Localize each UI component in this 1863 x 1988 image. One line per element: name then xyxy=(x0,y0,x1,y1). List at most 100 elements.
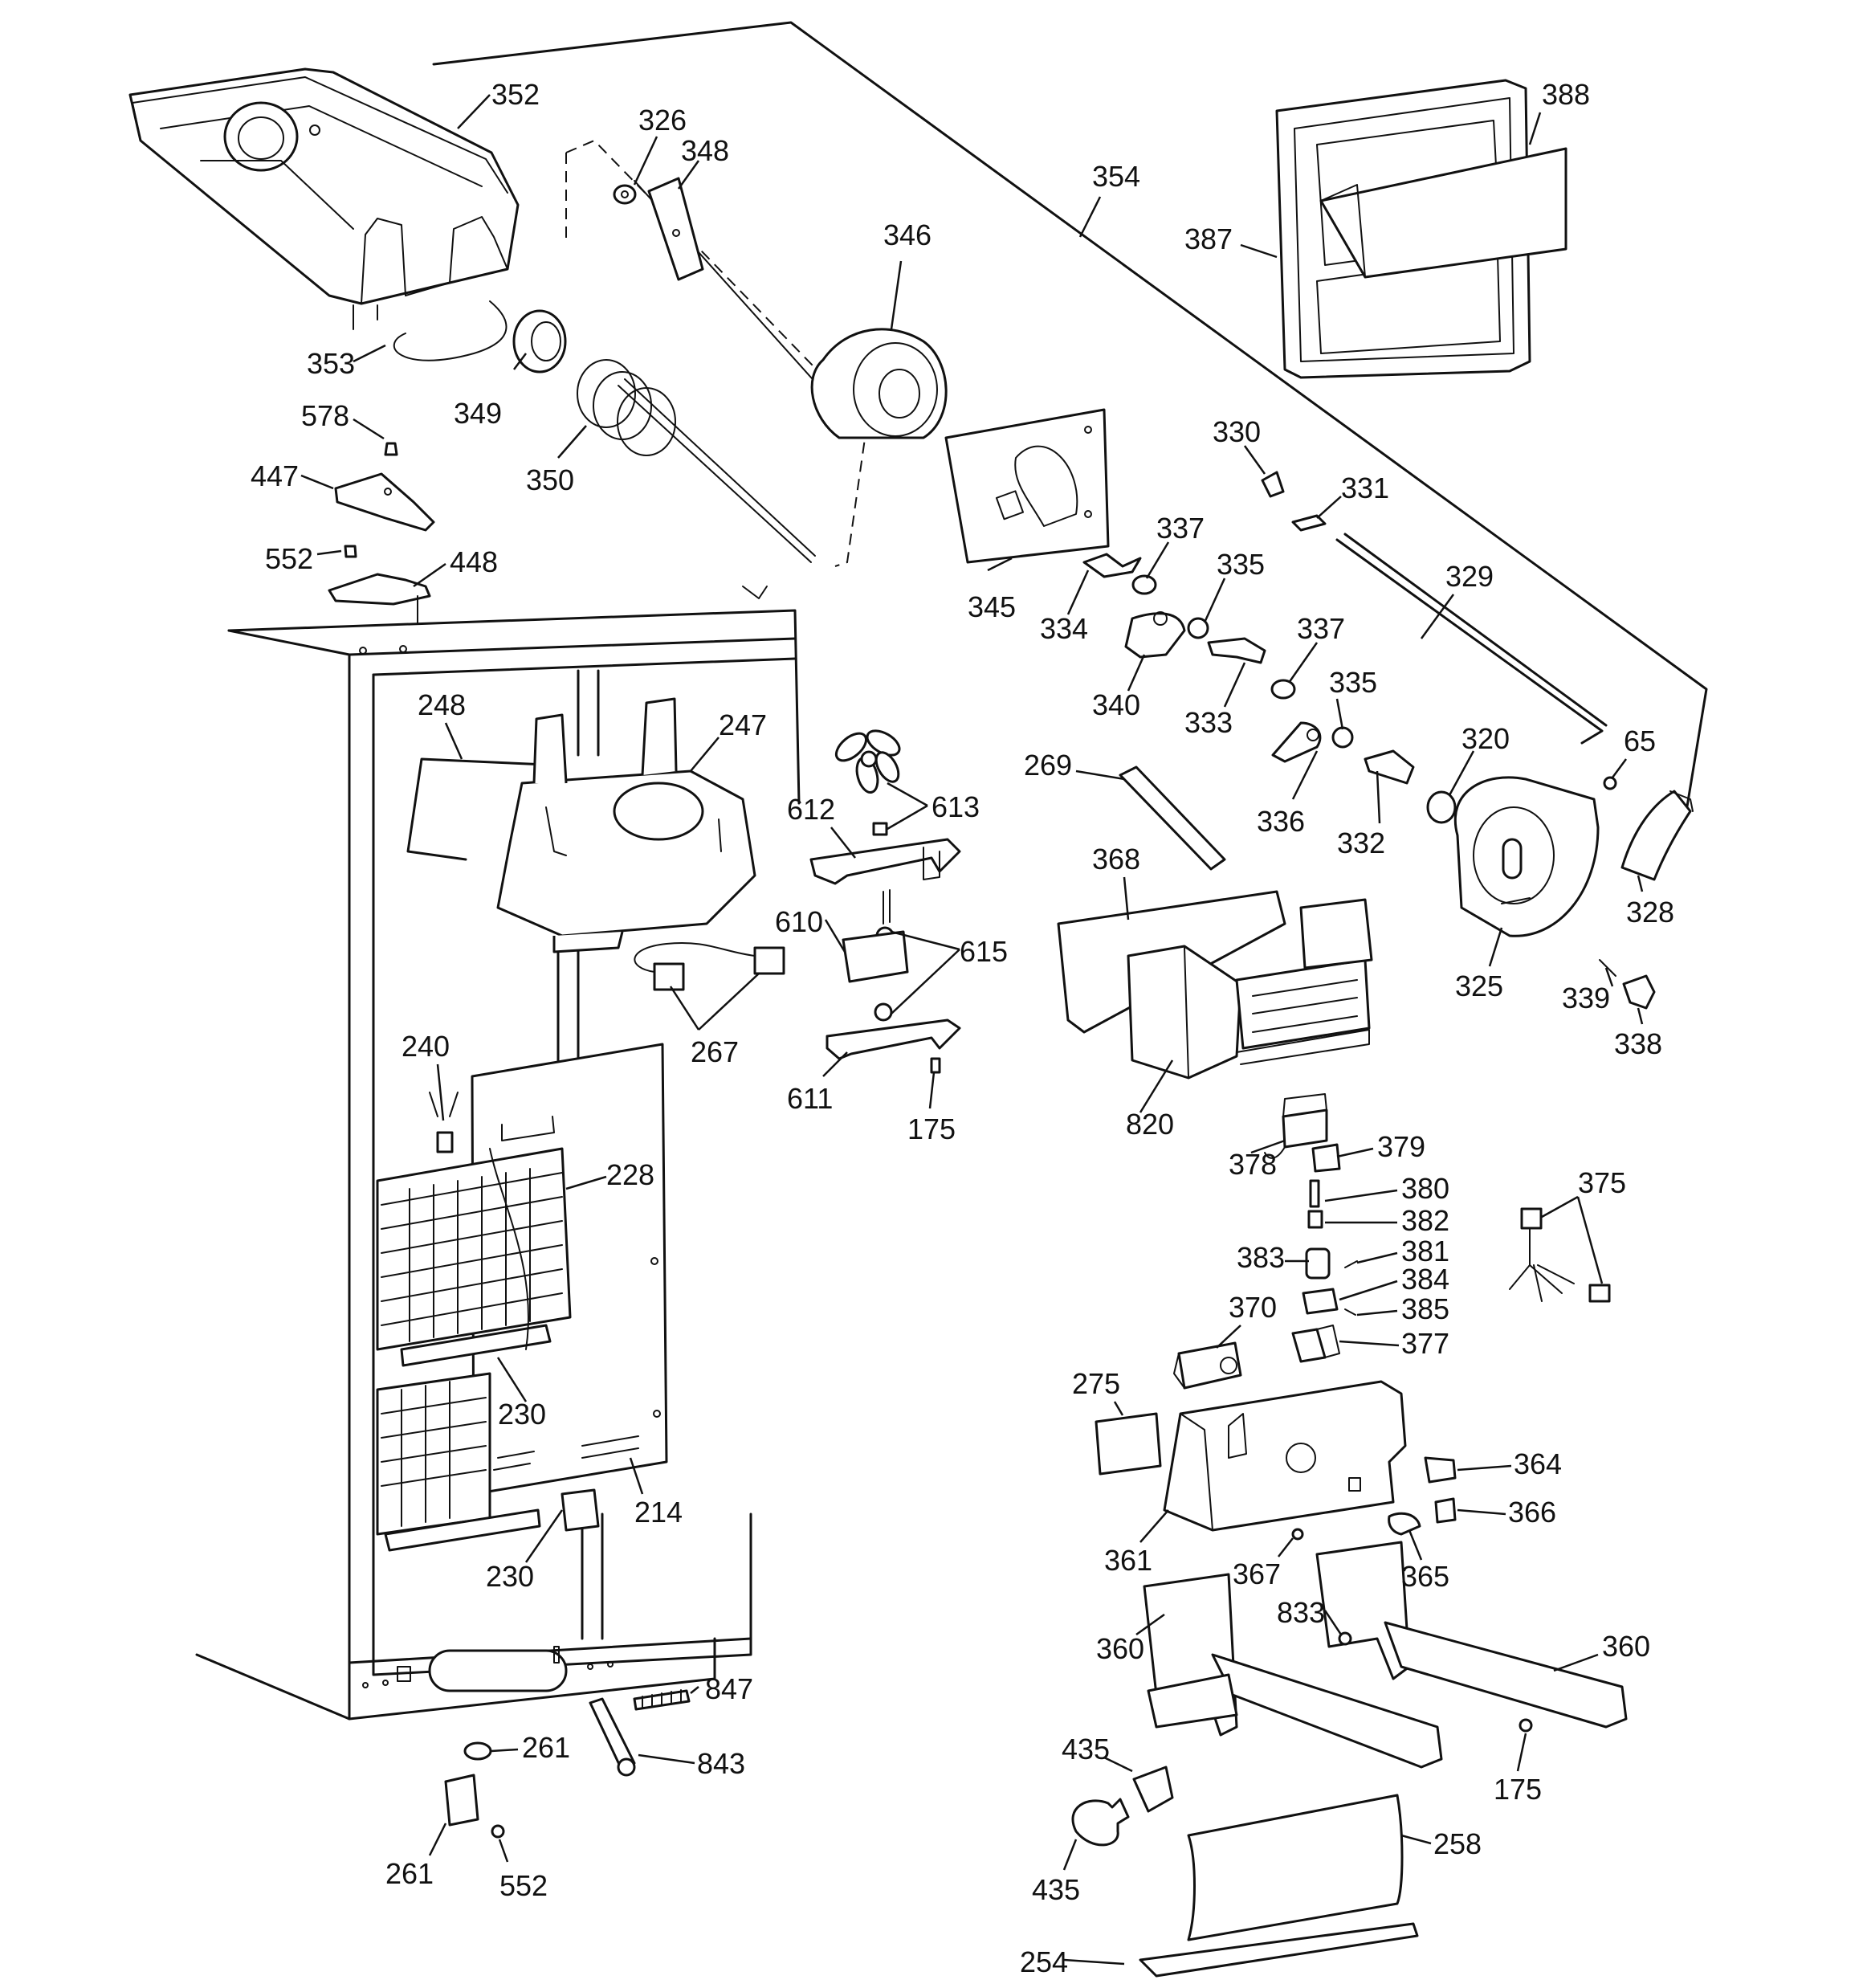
lamp-socket-364 xyxy=(1424,1456,1457,1484)
label-334: 334 xyxy=(1040,612,1088,645)
label-175b: 175 xyxy=(1494,1773,1542,1806)
screw-175b xyxy=(1519,1718,1533,1733)
crusher-blade xyxy=(647,177,704,281)
label-360b: 360 xyxy=(1602,1630,1650,1663)
label-261b: 261 xyxy=(385,1857,434,1890)
label-370: 370 xyxy=(1229,1291,1277,1324)
trim-254 xyxy=(1139,1922,1419,1978)
label-447: 447 xyxy=(251,459,299,492)
label-378: 378 xyxy=(1229,1148,1277,1181)
label-275: 275 xyxy=(1072,1367,1120,1400)
bucket-wire xyxy=(393,300,508,361)
label-354: 354 xyxy=(1092,160,1140,193)
housing-377 xyxy=(1291,1328,1327,1363)
freezer-top-outline xyxy=(432,21,1708,813)
label-346: 346 xyxy=(883,218,932,251)
label-335b: 335 xyxy=(1329,666,1377,699)
fill-tube-269 xyxy=(1119,765,1226,871)
dispenser-bracket xyxy=(1163,1380,1407,1532)
auger-assembly-guide xyxy=(565,139,869,567)
label-269: 269 xyxy=(1024,749,1072,782)
label-367: 367 xyxy=(1233,1557,1281,1590)
shield-258 xyxy=(1187,1794,1404,1941)
cover-328 xyxy=(1620,790,1692,881)
spring-337b xyxy=(1270,679,1296,700)
label-435a: 435 xyxy=(1062,1733,1110,1766)
label-331: 331 xyxy=(1341,471,1389,504)
clip-366 xyxy=(1434,1497,1457,1524)
rail-360-left xyxy=(1143,1573,1443,1769)
label-329: 329 xyxy=(1445,560,1494,593)
label-388: 388 xyxy=(1542,78,1590,111)
pin-339 xyxy=(1599,959,1616,977)
label-248: 248 xyxy=(418,688,466,721)
washer-335a xyxy=(1187,617,1209,639)
label-552a: 552 xyxy=(265,542,313,575)
bulb-socket-435 xyxy=(1132,1766,1174,1813)
label-340: 340 xyxy=(1092,688,1140,721)
rail-360-right xyxy=(1315,1541,1628,1729)
screw-552 xyxy=(344,545,357,558)
label-385: 385 xyxy=(1401,1292,1449,1325)
label-833: 833 xyxy=(1277,1596,1325,1629)
label-335a: 335 xyxy=(1217,548,1265,581)
freezer-cabinet xyxy=(195,586,801,1721)
auger-coil xyxy=(577,359,816,563)
label-352: 352 xyxy=(491,78,540,111)
label-353: 353 xyxy=(307,347,355,380)
label-366: 366 xyxy=(1508,1496,1556,1529)
fan-shroud xyxy=(496,697,756,953)
label-384: 384 xyxy=(1401,1263,1449,1296)
label-847: 847 xyxy=(705,1672,753,1705)
grommet-613 xyxy=(872,822,888,836)
spring-330 xyxy=(1261,471,1285,498)
label-214: 214 xyxy=(634,1496,683,1529)
grommet-615b xyxy=(874,1002,893,1022)
auger-housing xyxy=(810,328,948,439)
washer-326 xyxy=(613,184,637,205)
bushing-261a xyxy=(463,1741,492,1761)
label-254: 254 xyxy=(1020,1945,1068,1978)
label-348: 348 xyxy=(681,134,729,167)
label-375: 375 xyxy=(1578,1166,1626,1199)
thermostat-sensor xyxy=(429,1092,459,1153)
pin-381 xyxy=(1344,1260,1358,1268)
label-382: 382 xyxy=(1401,1204,1449,1237)
dispenser-door-flap xyxy=(1319,147,1567,279)
label-610: 610 xyxy=(775,905,823,938)
part-labels: 352 326 348 388 354 346 387 353 349 578 … xyxy=(251,78,1674,1978)
label-345: 345 xyxy=(968,590,1016,623)
label-240: 240 xyxy=(402,1030,450,1063)
label-843: 843 xyxy=(697,1747,745,1780)
evaporator-bracket xyxy=(561,1488,600,1532)
label-326: 326 xyxy=(638,104,687,137)
bracket-447 xyxy=(334,472,435,532)
label-325: 325 xyxy=(1455,970,1503,1002)
screw-175a xyxy=(930,1057,941,1074)
label-339: 339 xyxy=(1562,982,1610,1014)
label-333: 333 xyxy=(1184,706,1233,739)
label-65: 65 xyxy=(1624,725,1656,757)
solenoid-378 xyxy=(1264,1093,1328,1159)
cover-275 xyxy=(1095,1412,1162,1476)
label-368: 368 xyxy=(1092,843,1140,876)
screw-833 xyxy=(1338,1631,1352,1646)
screw-578 xyxy=(384,442,398,456)
label-350: 350 xyxy=(526,463,574,496)
label-228: 228 xyxy=(606,1158,654,1191)
label-387: 387 xyxy=(1184,222,1233,255)
label-552b: 552 xyxy=(499,1869,548,1902)
light-bulb-435 xyxy=(1071,1798,1130,1847)
screw-367 xyxy=(1291,1528,1304,1541)
ice-mold-assembly xyxy=(1057,890,1373,1080)
grommet-365 xyxy=(1388,1512,1421,1536)
label-612: 612 xyxy=(787,793,835,826)
spring-382 xyxy=(1307,1210,1323,1229)
fan-blade xyxy=(834,729,901,794)
cap-383 xyxy=(1305,1247,1331,1280)
label-328: 328 xyxy=(1626,896,1674,929)
ice-bucket xyxy=(128,67,520,330)
bracket-379 xyxy=(1311,1143,1341,1173)
label-613: 613 xyxy=(932,790,980,823)
label-261a: 261 xyxy=(522,1731,570,1764)
